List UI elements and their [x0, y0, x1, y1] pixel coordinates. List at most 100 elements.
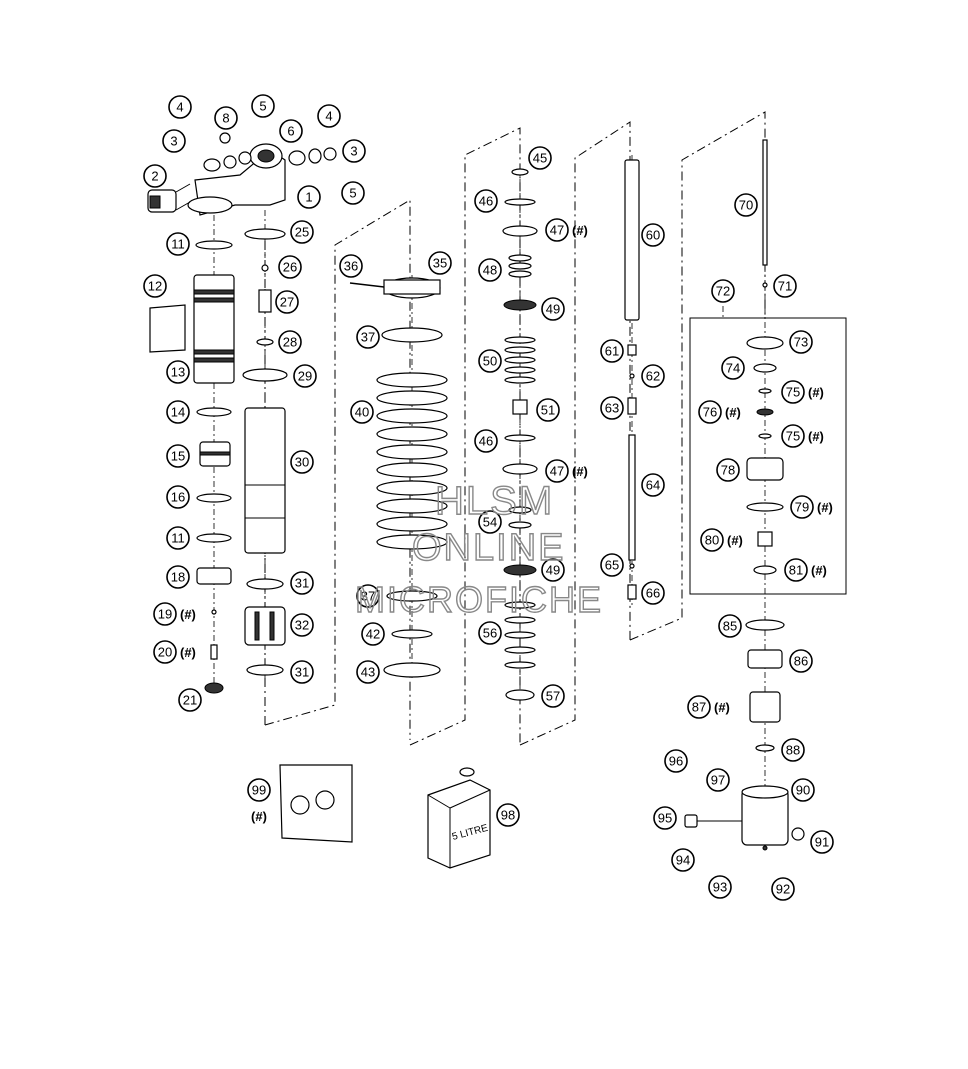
part-number: 65 [605, 558, 619, 573]
part-number: 14 [171, 405, 185, 420]
part-number: 98 [501, 808, 515, 823]
callout-part-p5b: 5 [341, 181, 365, 205]
part-number: 81 [789, 563, 803, 578]
callout-circle [168, 95, 192, 119]
accessories: 5 LITRE [279, 764, 491, 869]
part-number: 62 [646, 369, 660, 384]
callout-part-p49b: 49 [541, 558, 565, 582]
part-number: 79 [795, 500, 809, 515]
callout-part-p74: 74 [721, 356, 745, 380]
callout-circle [339, 254, 363, 278]
callout-part-p16: 16 [166, 485, 190, 509]
callout-part-p25: 25 [290, 220, 314, 244]
part-number: 4 [176, 100, 183, 115]
watermark-line-1: HLSM [435, 479, 554, 523]
column-2-parts [242, 228, 288, 676]
part-number: 47 [550, 464, 564, 479]
callout-part-p75a: 75(#) [781, 380, 824, 404]
callout-part-p4b: 4 [317, 104, 341, 128]
callout-part-p5a: 5 [251, 94, 275, 118]
part-number: 78 [721, 463, 735, 478]
callout-circle [771, 877, 795, 901]
part-number: 73 [794, 335, 808, 350]
callout-circle [290, 613, 314, 637]
callout-part-p79: 79(#) [790, 495, 833, 519]
callout-circle [356, 660, 380, 684]
callout-part-p3a: 3 [162, 129, 186, 153]
callout-part-p86: 86 [789, 649, 813, 673]
watermark-line-2: ONLINE [412, 527, 565, 569]
part-number: 15 [171, 449, 185, 464]
callout-part-p31a: 31 [290, 571, 314, 595]
part-number: 54 [483, 515, 497, 530]
callout-part-p98: 98 [496, 803, 520, 827]
callout-circle [290, 571, 314, 595]
callout-circle [361, 622, 385, 646]
callout-circle [166, 526, 190, 550]
part-number: 32 [295, 618, 309, 633]
part-number: 70 [739, 198, 753, 213]
callout-part-p14: 14 [166, 400, 190, 424]
optional-part-mark: (#) [725, 405, 741, 420]
callout-circle [790, 495, 814, 519]
callout-circle [178, 688, 202, 712]
coil-spring [376, 372, 448, 550]
callout-part-p72: 72 [711, 279, 735, 303]
sticker-sheet [279, 764, 353, 843]
callout-part-p6: 6 [279, 119, 303, 143]
callout-part-p63: 63 [600, 396, 624, 420]
callout-part-p51: 51 [536, 398, 560, 422]
callout-circle [789, 649, 813, 673]
callout-circle [278, 255, 302, 279]
callout-circle [214, 106, 238, 130]
optional-part-mark: (#) [727, 533, 743, 548]
callout-part-p8: 8 [214, 106, 238, 130]
callout-part-p27: 27 [275, 290, 299, 314]
callout-circle [700, 528, 724, 552]
callout-part-p42: 42 [361, 622, 385, 646]
part-number: 28 [283, 335, 297, 350]
callout-part-p96: 96 [664, 749, 688, 773]
column-1-parts [149, 240, 235, 694]
part-number: 76 [703, 405, 717, 420]
callout-circle [721, 356, 745, 380]
callout-circle [143, 274, 167, 298]
callout-circle [356, 325, 380, 349]
callout-circle [251, 94, 275, 118]
part-number: 37 [361, 589, 375, 604]
callout-circle [600, 553, 624, 577]
callout-circle [478, 621, 502, 645]
part-number: 92 [776, 882, 790, 897]
callout-circle [545, 218, 569, 242]
shim-stack-parts [502, 168, 538, 701]
watermark: HLSM ONLINE MICROFICHE [354, 478, 601, 620]
callout-circle [153, 640, 177, 664]
callout-part-p15: 15 [166, 444, 190, 468]
callout-circle [734, 193, 758, 217]
part-number: 57 [546, 689, 560, 704]
callout-circle [706, 768, 730, 792]
callout-circle [166, 232, 190, 256]
optional-part-mark: (#) [180, 607, 196, 622]
part-number: 47 [550, 223, 564, 238]
callout-part-p61: 61 [600, 339, 624, 363]
part-number: 91 [815, 835, 829, 850]
part-number: 25 [295, 225, 309, 240]
part-number: 36 [344, 259, 358, 274]
callout-circle [474, 429, 498, 453]
callout-part-p70: 70 [734, 193, 758, 217]
callout-part-p48: 48 [478, 258, 502, 282]
top-eye-assembly [147, 132, 337, 216]
part-number: 87 [692, 700, 706, 715]
callout-circle [781, 380, 805, 404]
part-number: 6 [287, 124, 294, 139]
callout-part-p99: 99(#) [247, 778, 271, 824]
callout-circle [718, 614, 742, 638]
callout-circle [671, 848, 695, 872]
callout-circle [545, 459, 569, 483]
part-number: 18 [171, 570, 185, 585]
callout-circle [541, 684, 565, 708]
callout-part-p40: 40 [350, 400, 374, 424]
callout-circle [478, 258, 502, 282]
